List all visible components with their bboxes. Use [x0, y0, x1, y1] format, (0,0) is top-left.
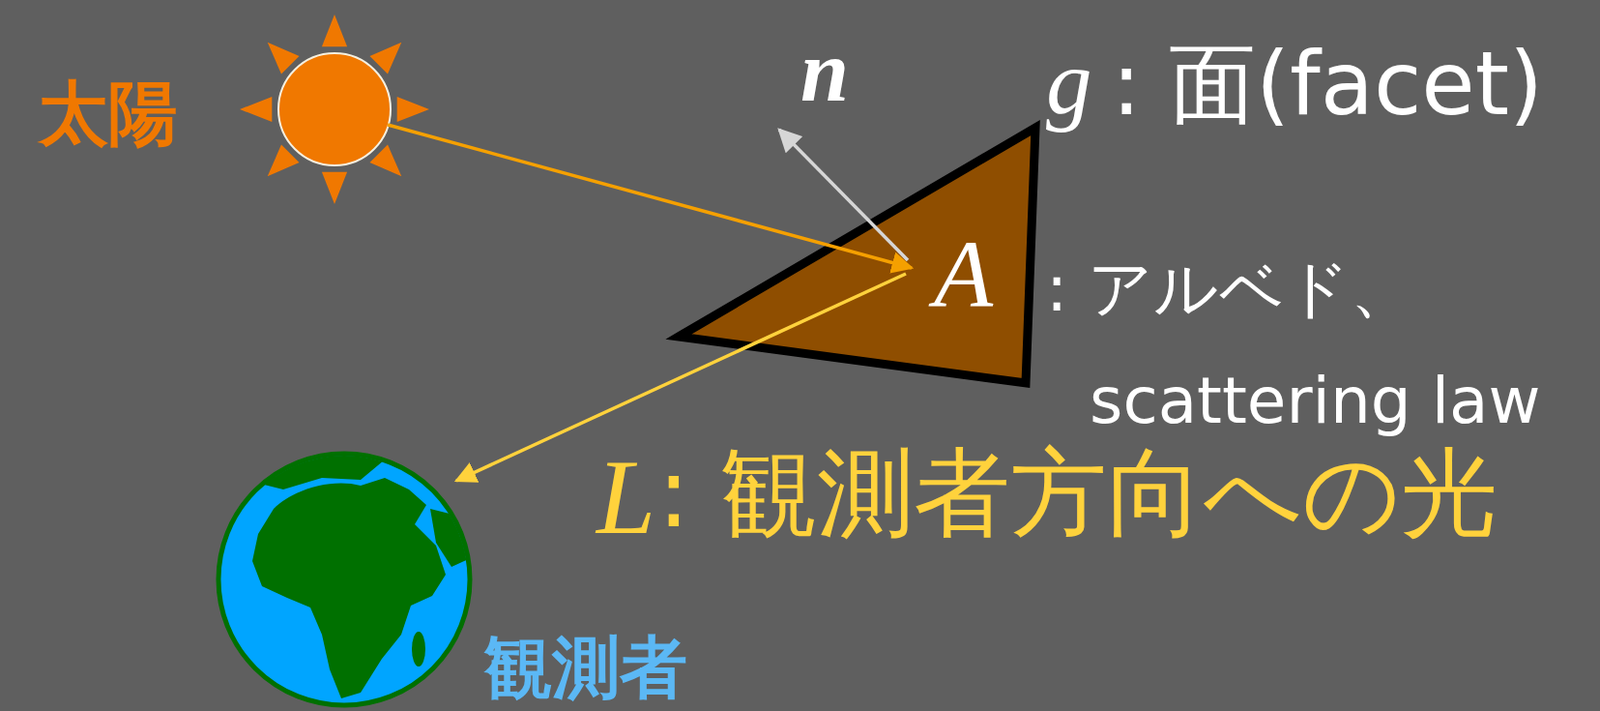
albedo-symbol: A [933, 226, 993, 323]
europe-shape [244, 450, 390, 490]
earth-continents [244, 450, 473, 699]
normal-symbol: n [800, 28, 849, 116]
facet-symbol: g [1046, 36, 1093, 129]
sun-ray [321, 14, 348, 47]
light-symbol: L [596, 443, 656, 551]
madagascar-shape [411, 631, 426, 667]
sun-node: 太陽 [237, 12, 432, 206]
facet-triangle [678, 127, 1036, 383]
node-shape [215, 450, 473, 708]
sun-ray [321, 172, 348, 204]
sun-disc [278, 53, 391, 166]
observer-label: 観測者 [484, 633, 688, 701]
light-label: : 観測者方向への光 [657, 444, 1498, 542]
incident-light-arrow [387, 124, 912, 268]
africa-shape [252, 477, 446, 699]
earth-node: 観測者 [215, 450, 473, 708]
albedo-label: : アルベド、 [1046, 257, 1415, 321]
facet-node: A [671, 120, 1045, 392]
facet-label: : 面(facet) [1111, 40, 1543, 128]
asia-shape [430, 508, 473, 567]
earth-ocean [218, 453, 470, 705]
scattering-label: scattering law [1089, 369, 1541, 434]
sun-ray [239, 96, 272, 122]
node-shape [237, 12, 432, 206]
sun-ray [397, 96, 430, 122]
sun-label: 太陽 [38, 78, 178, 148]
